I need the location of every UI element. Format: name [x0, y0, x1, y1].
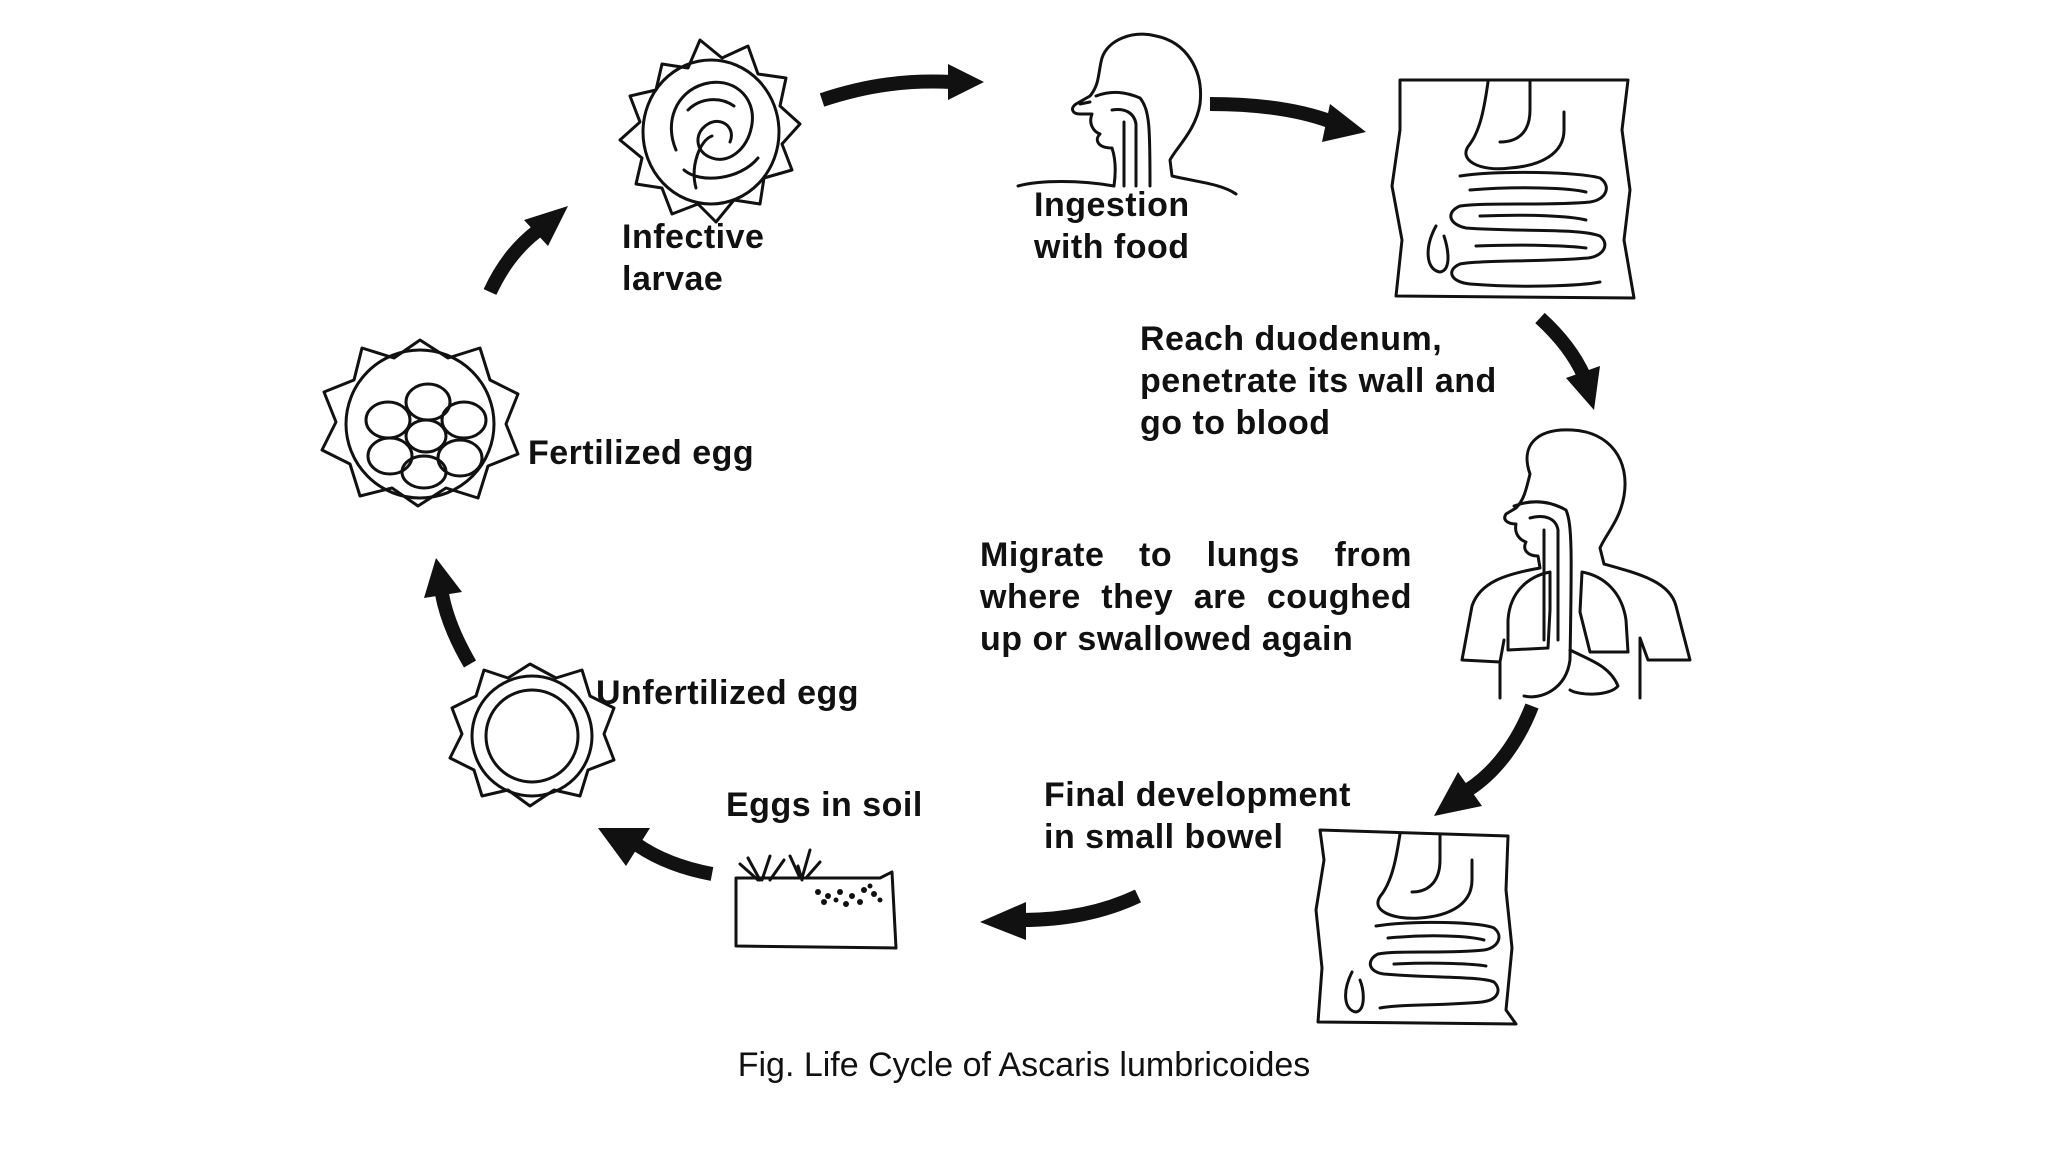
- unfertilized-egg-illustration: [448, 662, 616, 808]
- label-line: Eggs in soil: [726, 786, 923, 824]
- label-line: where they are coughed: [980, 578, 1412, 616]
- arrow-bowel-to-soil: [980, 889, 1141, 940]
- label-line: Fertilized egg: [528, 434, 755, 472]
- label-line: Infective: [622, 218, 765, 256]
- infective-larvae-illustration: [618, 38, 802, 224]
- label-ingestion: Ingestion with food: [1034, 184, 1190, 268]
- intestine-illustration-bottom: [1314, 828, 1518, 1026]
- cycle-arrows: [424, 64, 1600, 940]
- label-line: Unfertilized egg: [596, 674, 860, 712]
- figure-caption: Fig. Life Cycle of Ascaris lumbricoides: [737, 1046, 1311, 1084]
- label-line: go to blood: [1140, 404, 1331, 442]
- label-infective-larvae: Infective larvae: [622, 216, 764, 300]
- ingestion-head-illustration: [1016, 32, 1238, 196]
- label-lungs: Migrate to lungs from where they are cou…: [980, 534, 1412, 660]
- intestine-illustration-top: [1390, 78, 1636, 300]
- label-line: Migrate to lungs from: [980, 536, 1412, 574]
- arrow-larvae-to-ingestion: [819, 64, 984, 107]
- label-line: with food: [1034, 228, 1190, 266]
- label-line: up or swallowed again: [980, 620, 1354, 658]
- label-unfertilized-egg: Unfertilized egg: [596, 672, 859, 714]
- arrow-ingestion-to-intestine: [1209, 97, 1366, 142]
- arrow-lungs-to-bowel: [1434, 703, 1539, 816]
- soil-eggs-dots: [815, 883, 883, 907]
- label-line: larvae: [622, 260, 724, 298]
- label-line: penetrate its wall and: [1140, 362, 1497, 400]
- label-fertilized-egg: Fertilized egg: [528, 432, 754, 474]
- label-line: Final development: [1044, 776, 1351, 814]
- label-line: Reach duodenum,: [1140, 320, 1443, 358]
- eggs-in-soil-illustration: [734, 848, 898, 950]
- arrow-unfertilized-to-fertilized: [424, 558, 477, 668]
- label-line: in small bowel: [1044, 818, 1284, 856]
- label-line: Ingestion: [1034, 186, 1190, 224]
- arrow-intestine-to-lungs: [1535, 312, 1600, 410]
- arrow-soil-to-unfertilized: [598, 828, 714, 881]
- lungs-torso-illustration: [1460, 428, 1692, 700]
- label-duodenum: Reach duodenum, penetrate its wall and g…: [1140, 318, 1497, 444]
- label-small-bowel: Final development in small bowel: [1044, 774, 1351, 858]
- arrow-fertilized-to-larvae: [483, 206, 568, 296]
- label-eggs-in-soil: Eggs in soil: [726, 784, 923, 826]
- fertilized-egg-illustration: [320, 338, 520, 508]
